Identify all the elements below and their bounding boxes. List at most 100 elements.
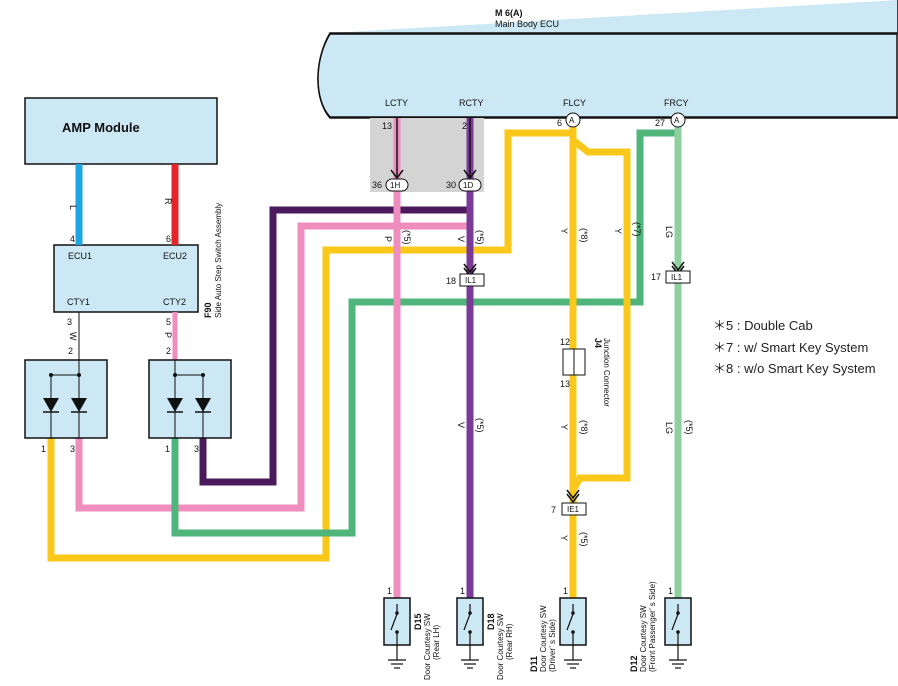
amp-module-title: AMP Module [62,120,140,135]
arrow-ie1 [566,489,580,504]
step-right-wire-label: P [163,332,173,338]
door-switch-d12 [664,597,692,669]
wire-note-rcty: (*5) [475,230,485,245]
connector-il1-right-name: IL1 [671,273,683,282]
legend-item-5: ＊5 : Double Cab [713,318,813,333]
d18-side: (Rear RH) [505,623,514,660]
pin-frcy: 27 [655,118,665,128]
j4-code: J4 [593,338,603,348]
connector-ie1 [561,502,587,516]
d15-name: Door Courtesy SW [423,613,432,680]
step-switch-left [24,359,108,439]
connector-1h-label: 1H [390,181,400,190]
d18-code: D18 [486,613,496,630]
terminal-flcy-label: FLCY [563,98,586,108]
amp-module-box [24,97,218,165]
connector-ie1-name: IE1 [567,505,580,514]
connector-a-flcy-label: A [569,116,575,125]
legend-item-8: ＊8 : w/o Smart Key System [713,361,876,376]
connector-1d [458,178,482,192]
f90-ecu2-label: ECU2 [163,251,187,261]
wire-label-r: R [163,198,173,205]
connector-il1-right [665,270,691,284]
d15-side: (Rear LH) [432,625,441,660]
step-left-pin-b: 3 [70,444,75,454]
f90-code: F90 [203,302,213,318]
step-left-wire-label: W [68,332,78,341]
connector-il1-right-pin: 17 [651,272,661,282]
d12-side: (Front Passenger’ s Side) [648,581,657,672]
step-left-pin-a: 1 [41,444,46,454]
wire-label-rcty: V [456,236,466,242]
arrow-rcty [463,118,477,180]
d12-pin: 1 [668,586,673,596]
step-right-pin-a: 1 [165,444,170,454]
wire-note-frcy-lower: (*5) [684,420,694,435]
d11-name: Door Courtesy SW [539,605,548,672]
step-left-top-pin: 2 [68,346,73,356]
wire-label-flcy-alt: Y [613,228,623,234]
wire-label-flcy-bottom: Y [559,535,569,541]
connector-il1-left-pin: 18 [446,276,456,286]
wire-label-lcty: P [383,236,393,242]
wire-label-flcy: Y [559,228,569,234]
connector-1h-pin: 36 [372,180,382,190]
terminal-lcty-label: LCTY [385,98,408,108]
arrow-lcty [390,118,404,180]
wire-label-flcy-mid: Y [559,424,569,430]
connector-ie1-pin: 7 [551,505,556,515]
door-switch-d18 [456,597,484,669]
door-switch-d15 [383,597,411,669]
d15-pin: 1 [387,586,392,596]
terminal-frcy-label: FRCY [664,98,689,108]
wire-flcy-alt-branch [569,137,631,492]
d15-code: D15 [413,613,423,630]
wire-pink-harness [75,222,470,512]
wire-yellow-harness [47,129,577,562]
d18-name: Door Courtesy SW [496,613,505,680]
step-switch-right [148,359,232,439]
ecu-code: M 6(A) [495,8,523,18]
terminal-rcty-label: RCTY [459,98,484,108]
connector-1h [385,178,409,192]
door-switch-d11 [559,597,587,669]
pin-lcty: 13 [382,121,392,131]
wire-label-rcty-lower: V [456,422,466,428]
f90-pin-cty1: 3 [67,317,72,327]
connector-a-frcy-label: A [674,116,680,125]
d18-pin: 1 [460,586,465,596]
f90-cty1-label: CTY1 [67,297,90,307]
f90-cty2-label: CTY2 [163,297,186,307]
ecu-name: Main Body ECU [495,19,559,29]
connector-1d-label: 1D [463,181,473,190]
d12-code: D12 [629,655,639,672]
wire-note-flcy: (*8) [579,228,589,243]
wire-label-frcy: LG [664,226,674,238]
wire-note-lcty: (*5) [402,230,412,245]
wire-note-flcy-alt: (*7) [632,222,642,237]
f90-assembly-box [53,244,199,313]
step-right-pin-b: 3 [194,444,199,454]
step-right-top-pin: 2 [166,346,171,356]
connector-1d-pin: 30 [446,180,456,190]
pin-rcty: 2 [462,121,467,131]
f90-name: Side Auto Step Switch Assembly [214,203,223,318]
d11-pin: 1 [563,586,568,596]
d11-code: D11 [529,656,539,672]
connector-il1-left-name: IL1 [465,276,477,285]
d11-side: (Driver’ s Side) [548,619,557,672]
connector-a-flcy [565,112,581,128]
wire-note-flcy-bottom: (*5) [579,532,589,547]
f90-ecu1-label: ECU1 [68,251,92,261]
wire-label-l: L [68,205,78,210]
d12-name: Door Courtesy SW [639,605,648,672]
main-body-ecu-fill [317,33,898,118]
j4-name: Junction Connector [602,338,611,407]
wire-label-frcy-lower: LG [664,422,674,434]
wire-note-rcty-lower: (*5) [475,418,485,433]
f90-pin-cty2: 5 [166,317,171,327]
pin-flcy: 6 [557,118,562,128]
wire-dark-purple-harness [199,206,470,486]
wire-green-harness [171,129,678,537]
